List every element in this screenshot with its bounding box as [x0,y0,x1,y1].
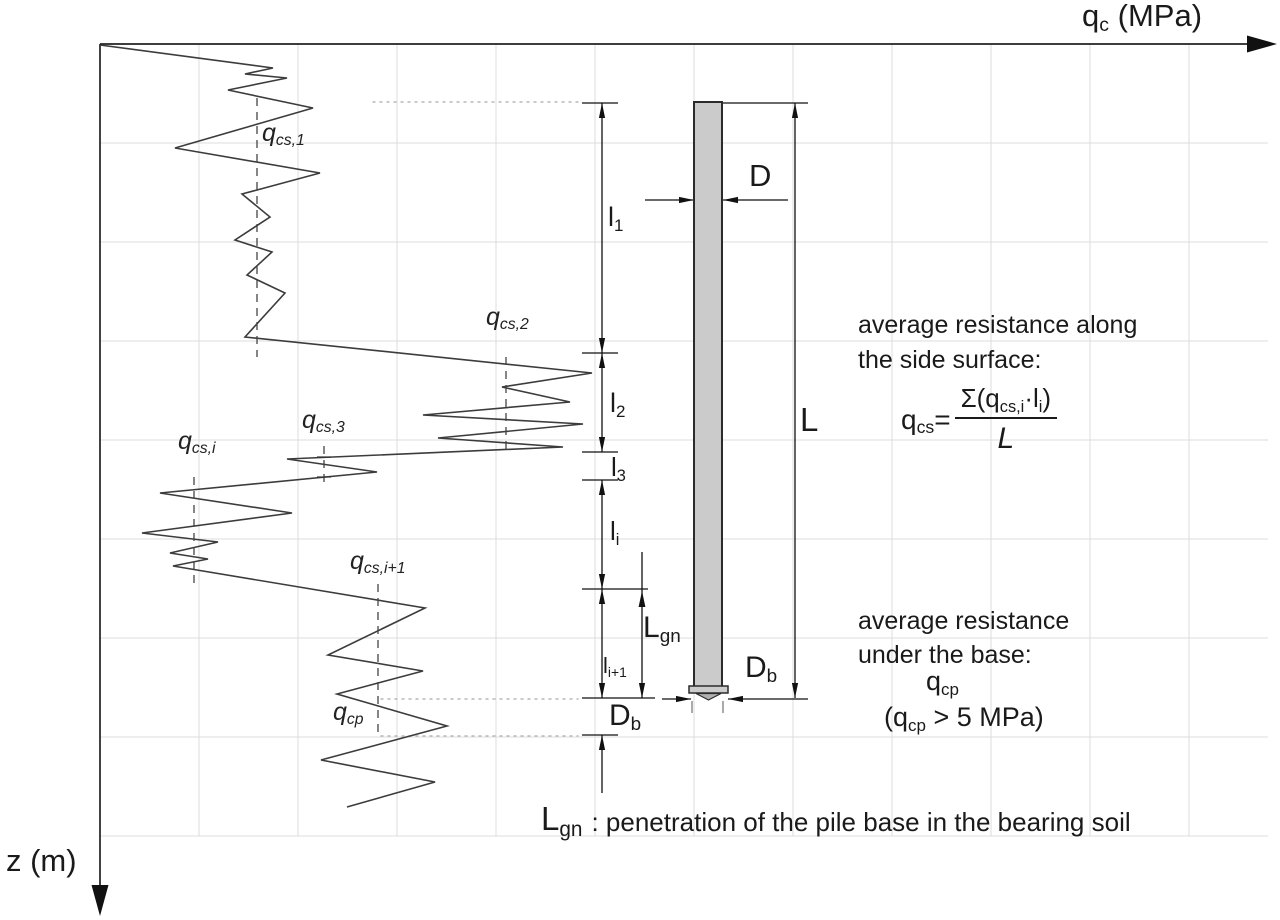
qcp-label: qcp [333,698,364,729]
qcs-formula-denominator: L [997,422,1015,455]
li1-label: li+1 [603,653,627,680]
qcs3-cross-ticks [317,456,331,478]
db-dimension [662,695,808,713]
qcp-condition-label: (qcp > 5 MPa) [884,702,1044,735]
l3-label: l3 [611,452,626,485]
dotted-leaders [372,101,581,737]
li-label: li [610,516,620,549]
l1-label: l1 [608,202,624,235]
fraction-bar [954,417,1058,419]
qcs-formula: qcs= Σ(qcs,i·li) L [901,383,1058,456]
qcp-value-label: qcp [926,666,959,699]
side-surface-note-line2: the side surface: [858,346,1042,374]
l2-label: l2 [610,388,626,421]
base-note: average resistance under the base: [858,604,1069,672]
pile-base-tip [695,692,722,701]
qcs3-label: qcs,3 [302,406,345,437]
qc-axis [100,35,1277,53]
qcsi-label: qcs,i [178,427,216,458]
pile [688,101,729,701]
lgn-caption-term: Lgn [541,800,583,841]
z-axis [91,44,109,916]
base-note-line1: average resistance [858,607,1070,635]
l-dimension [722,102,808,698]
grid [100,44,1268,837]
qcs-formula-numerator: Σ(qcs,i·li) [960,383,1052,416]
qc-axis-label: qc (MPa) [1082,0,1203,37]
d-dim-label: D [749,158,772,193]
qcs2-label: qcs,2 [486,303,529,334]
db-depth-label: Db [609,699,642,736]
lgn-caption: Lgn : penetration of the pile base in th… [541,800,1131,841]
layer-dimension-chain [582,102,655,793]
qcs1-label: qcs,1 [262,119,305,150]
side-surface-note-line1: average resistance along [858,311,1138,339]
qcs-formula-lhs: qcs= [901,403,951,438]
side-surface-note: average resistance along the side surfac… [858,308,1137,378]
lgn-caption-text: : penetration of the pile base in the be… [591,807,1131,837]
pile-base-plate [688,685,729,694]
db-width-label: Db [745,651,778,688]
l-dim-label: L [800,401,819,438]
average-dashed-lines [193,98,507,737]
lgn-dim-label: Lgn [643,611,681,648]
qcsi1-label: qcs,i+1 [350,547,406,578]
cpt-profile-curve [99,44,593,808]
z-axis-label: z (m) [6,843,77,878]
pile-shaft [693,101,723,688]
qcs-formula-fraction: Σ(qcs,i·li) L [954,383,1058,456]
lgn-dimension [638,552,646,698]
base-note-line2: under the base: [858,641,1032,669]
